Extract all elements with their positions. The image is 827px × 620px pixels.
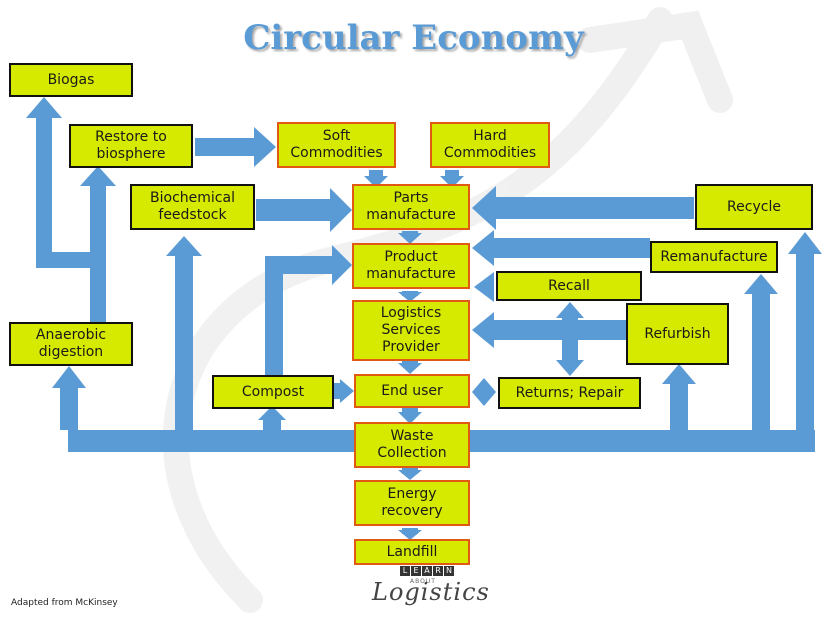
node-waste-collection: Waste Collection: [354, 422, 470, 468]
logo-tile: A: [422, 566, 432, 576]
node-remanufacture: Remanufacture: [650, 241, 778, 273]
arrow-recycle-to-parts: [492, 197, 694, 219]
arrow-restore-to-soft: [195, 138, 257, 156]
arrow-hard-to-parts: [445, 170, 459, 180]
arrow-to-reman: [752, 290, 770, 430]
node-soft-commodities: Soft Commodities: [277, 122, 396, 168]
arrow-to-biochem: [175, 250, 193, 430]
arrow-to-refurbish: [670, 380, 688, 430]
node-product-manufacture: Product manufacture: [352, 243, 470, 289]
arrow-soft-to-parts: [369, 170, 383, 180]
node-compost: Compost: [212, 375, 334, 409]
node-refurbish: Refurbish: [626, 303, 729, 365]
arrow-refurbish-to-lsp: [490, 320, 626, 340]
arrow-compost-to-enduser: [334, 383, 344, 399]
arrow-enduser-returns: [472, 378, 496, 406]
node-landfill: Landfill: [354, 539, 470, 565]
logo-about: ABOUT: [410, 578, 436, 585]
arrow-recall-returns: [562, 314, 578, 364]
node-parts-manufacture: Parts manufacture: [352, 184, 470, 230]
node-recycle: Recycle: [695, 184, 813, 230]
page-title: Circular Economy: [243, 18, 584, 58]
node-returns-repair: Returns; Repair: [498, 377, 641, 409]
learn-about-logistics-logo: L E A R N ABOUT Logistics: [370, 566, 489, 610]
node-biogas: Biogas: [9, 63, 133, 97]
arrow-compost-to-product: [265, 256, 283, 376]
node-energy-recovery: Energy recovery: [354, 480, 470, 526]
arrow-reman-to-product: [492, 238, 650, 258]
node-recall: Recall: [496, 271, 642, 301]
arrow-to-restore: [90, 180, 106, 260]
logo-tiles: L E A R N: [400, 566, 455, 576]
node-hard-commodities: Hard Commodities: [430, 122, 550, 168]
arrow-biochem-to-parts: [256, 199, 338, 221]
arrow-to-anaerobic: [60, 382, 78, 430]
node-anaerobic-digestion: Anaerobic digestion: [9, 322, 133, 366]
logo-tile: L: [400, 566, 410, 576]
source-credit: Adapted from McKinsey: [11, 598, 118, 608]
node-biochemical-feedstock: Biochemical feedstock: [130, 184, 255, 230]
node-restore-to-biosphere: Restore to biosphere: [69, 124, 193, 168]
arrow-anaerobic-to-biogas: [36, 110, 52, 260]
logo-wordmark: Logistics: [372, 578, 490, 606]
node-logistics-services-provider: Logistics Services Provider: [352, 300, 470, 361]
arrow-to-recycle: [796, 250, 814, 430]
node-end-user: End user: [354, 374, 470, 408]
logo-tile: R: [433, 566, 443, 576]
logo-tile: N: [444, 566, 454, 576]
logo-tile: E: [411, 566, 421, 576]
